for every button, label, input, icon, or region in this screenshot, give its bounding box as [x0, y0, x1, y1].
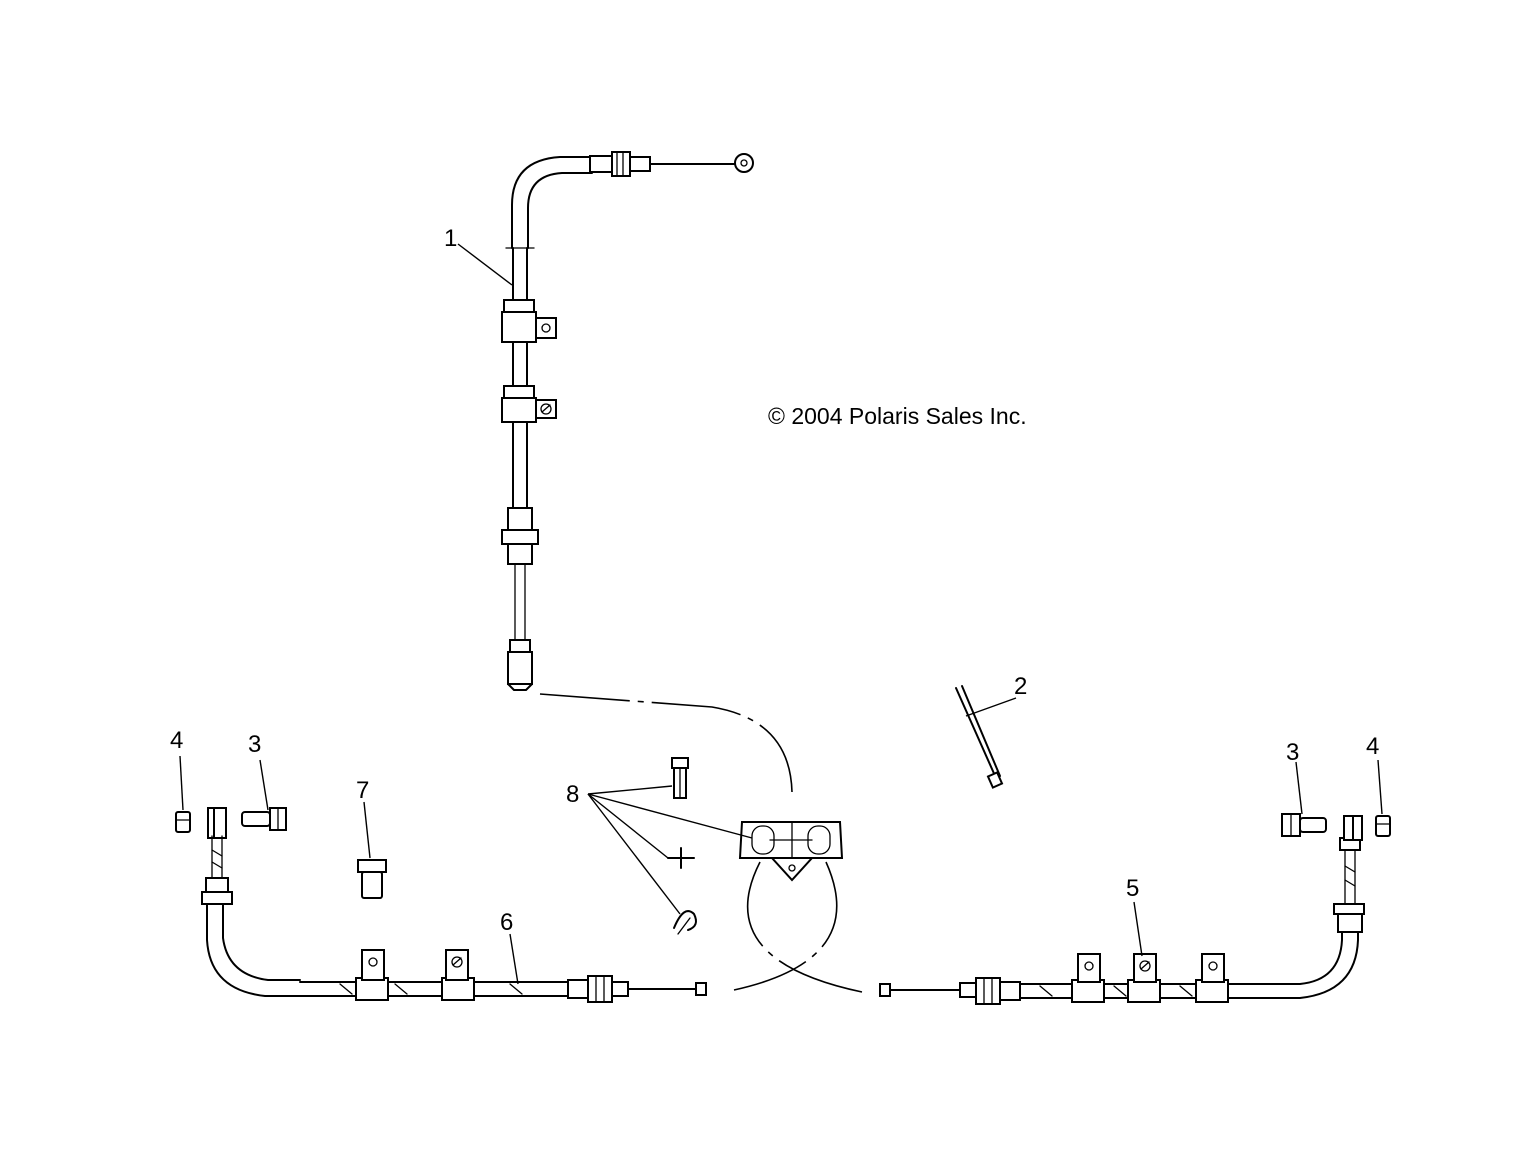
part-1-main-cable	[501, 151, 754, 691]
part-8-equalizer	[667, 757, 844, 935]
callout-2: 2	[1014, 673, 1027, 700]
part-4-right-nut	[1375, 815, 1391, 837]
part-3-left-bolt	[241, 807, 287, 831]
callout-8: 8	[566, 781, 579, 808]
callout-6: 6	[500, 909, 513, 936]
callout-7: 7	[356, 777, 369, 804]
part-5-right-cable	[879, 815, 1365, 1005]
part-3-right-bolt	[1281, 813, 1327, 837]
callout-3-left: 3	[248, 731, 261, 758]
callout-4-left: 4	[170, 727, 183, 754]
leader-lines	[179, 243, 1383, 985]
part-2-cable-tie	[955, 685, 1004, 789]
callout-3-right: 3	[1286, 739, 1299, 766]
copyright-text: © 2004 Polaris Sales Inc.	[768, 403, 1027, 429]
callout-1: 1	[444, 225, 457, 252]
part-4-left-nut	[175, 811, 191, 833]
callout-labels: 1 2 3 3 4 4 5 6 7 8	[170, 225, 1379, 936]
callout-4-right: 4	[1366, 733, 1379, 760]
assembly-phantom-lines	[539, 693, 863, 993]
callout-5: 5	[1126, 875, 1139, 902]
part-6-left-cable	[201, 807, 707, 1003]
part-7-bolt	[357, 859, 387, 899]
